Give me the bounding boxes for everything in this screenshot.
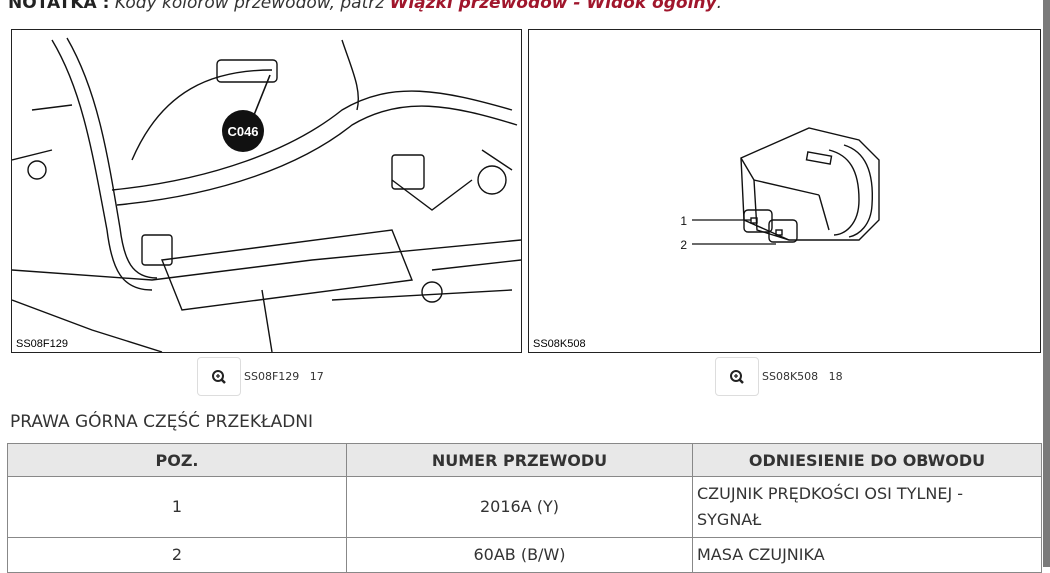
note: NOTATKA : Kody kolorów przewodów, patrz … — [8, 0, 722, 13]
zoom-in-icon — [730, 369, 744, 384]
figure-connector[interactable]: 1 2 SS08K508 — [528, 29, 1041, 353]
zoom-in-icon — [212, 369, 226, 384]
figure-caption: SS08F129 — [16, 338, 68, 350]
figure-harness-location[interactable]: C046 SS08F129 — [11, 29, 522, 353]
zoom-button[interactable] — [197, 357, 241, 396]
wire-table: POZ. NUMER PRZEWODU ODNIESIENIE DO OBWOD… — [7, 443, 1042, 573]
zoom-button[interactable] — [715, 357, 759, 396]
wiring-overview-link[interactable]: Wiązki przewodów - Widok ogólny — [389, 0, 717, 13]
zoom-number: 17 — [309, 370, 324, 383]
harness-drawing: C046 — [12, 37, 521, 352]
table-header: POZ. NUMER PRZEWODU ODNIESIENIE DO OBWOD… — [7, 443, 1042, 477]
scrollbar[interactable] — [1043, 0, 1050, 567]
pin-label-2: 2 — [680, 238, 687, 252]
section-title: PRAWA GÓRNA CZĘŚĆ PRZEKŁADNI — [10, 412, 314, 432]
table-row: 2 60AB (B/W) MASA CZUJNIKA — [7, 537, 1042, 573]
pin-label-1: 1 — [680, 214, 687, 228]
callout-c046: C046 — [227, 124, 258, 139]
figure-caption: SS08K508 — [533, 338, 586, 350]
zoom-code: SS08F129 — [244, 370, 300, 383]
zoom-code: SS08K508 — [762, 370, 819, 383]
connector-drawing: 1 2 — [680, 127, 880, 252]
zoom-number: 18 — [828, 370, 843, 383]
table-row: 1 2016A (Y) CZUJNIK PRĘDKOŚCI OSI TYLNEJ… — [7, 476, 1042, 538]
